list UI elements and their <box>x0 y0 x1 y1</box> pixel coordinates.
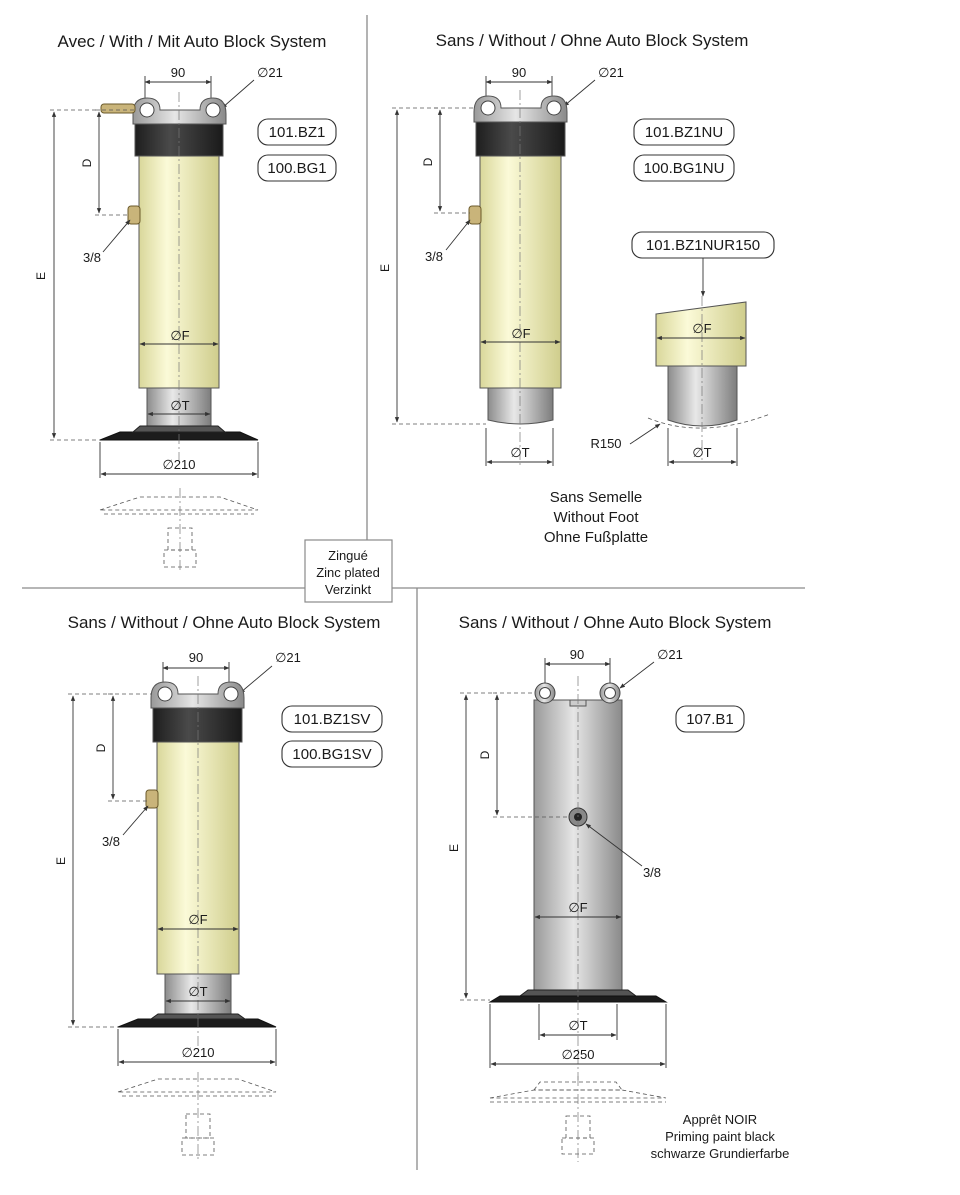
dim-F: ∅F <box>170 328 189 343</box>
code-box <box>675 705 745 733</box>
dim-90: 90 <box>171 65 185 80</box>
code-box <box>281 740 383 768</box>
note-line-3: Ohne Fußplatte <box>544 529 648 546</box>
dim-21: ∅21 <box>275 650 301 665</box>
dim-F: ∅F <box>511 326 530 341</box>
dim-21: ∅21 <box>657 647 683 662</box>
product-code-1: 101.BZ1SV <box>294 711 371 728</box>
code-box <box>633 154 735 182</box>
center-note-line-2: Zinc plated <box>316 565 380 580</box>
dim-E: E <box>447 844 461 852</box>
dim-E: E <box>54 857 68 865</box>
code-box <box>257 118 337 146</box>
panel-top-right: Sans / Without / Ohne Auto Block System … <box>378 31 775 546</box>
dim-D: D <box>478 750 492 759</box>
dim-21: ∅21 <box>598 65 624 80</box>
detail-dim-R: R150 <box>590 436 621 451</box>
dim-90: 90 <box>189 650 203 665</box>
dim-210: ∅210 <box>162 457 195 472</box>
product-code-2: 100.BG1 <box>267 160 326 177</box>
dim-F: ∅F <box>188 912 207 927</box>
dim-90: 90 <box>512 65 526 80</box>
dim-D: D <box>94 743 108 752</box>
dim-D: D <box>80 158 94 167</box>
detail-dim-T: ∅T <box>692 445 711 460</box>
code-box <box>281 705 383 733</box>
panel-title: Sans / Without / Ohne Auto Block System <box>68 613 381 632</box>
dim-21: ∅21 <box>257 65 283 80</box>
note-line-3: schwarze Grundierfarbe <box>651 1146 790 1161</box>
dim-3-8: 3/8 <box>425 249 443 264</box>
note-line-2: Priming paint black <box>665 1129 775 1144</box>
panel-title: Sans / Without / Ohne Auto Block System <box>459 613 772 632</box>
center-note-line-1: Zingué <box>328 548 368 563</box>
code-box <box>257 154 337 182</box>
dim-210: ∅210 <box>181 1045 214 1060</box>
detail-dim-F: ∅F <box>692 321 711 336</box>
note-line-1: Sans Semelle <box>550 489 643 506</box>
product-code-2: 100.BG1NU <box>644 160 725 177</box>
center-note-line-3: Verzinkt <box>325 582 372 597</box>
panel-title: Avec / With / Mit Auto Block System <box>58 32 327 51</box>
dim-T: ∅T <box>188 984 207 999</box>
dim-250: ∅250 <box>561 1047 594 1062</box>
product-code-1: 101.BZ1NU <box>645 124 723 141</box>
dim-F: ∅F <box>568 900 587 915</box>
dim-T: ∅T <box>568 1018 587 1033</box>
detail-code: 101.BZ1NUR150 <box>646 237 760 254</box>
product-code-1: 107.B1 <box>686 711 734 728</box>
panel-bottom-right: Sans / Without / Ohne Auto Block System … <box>447 613 789 1162</box>
dim-3-8: 3/8 <box>102 834 120 849</box>
note-line-1: Apprêt NOIR <box>683 1112 757 1127</box>
note-line-2: Without Foot <box>553 509 639 526</box>
panel-bottom-left: Sans / Without / Ohne Auto Block System … <box>54 613 383 1162</box>
product-code-1: 101.BZ1 <box>269 124 326 141</box>
zinc-plated-note: Zingué Zinc plated Verzinkt <box>304 539 393 603</box>
dim-D: D <box>421 157 435 166</box>
dim-3-8: 3/8 <box>643 865 661 880</box>
dim-90: 90 <box>570 647 584 662</box>
dim-T: ∅T <box>170 398 189 413</box>
panel-top-left: Avec / With / Mit Auto Block System 90 ∅… <box>34 32 337 572</box>
dim-E: E <box>34 272 48 280</box>
code-box <box>633 118 735 146</box>
dim-E: E <box>378 264 392 272</box>
panel-title: Sans / Without / Ohne Auto Block System <box>436 31 749 50</box>
dim-3-8: 3/8 <box>83 250 101 265</box>
product-code-2: 100.BG1SV <box>292 746 371 763</box>
dim-T: ∅T <box>510 445 529 460</box>
